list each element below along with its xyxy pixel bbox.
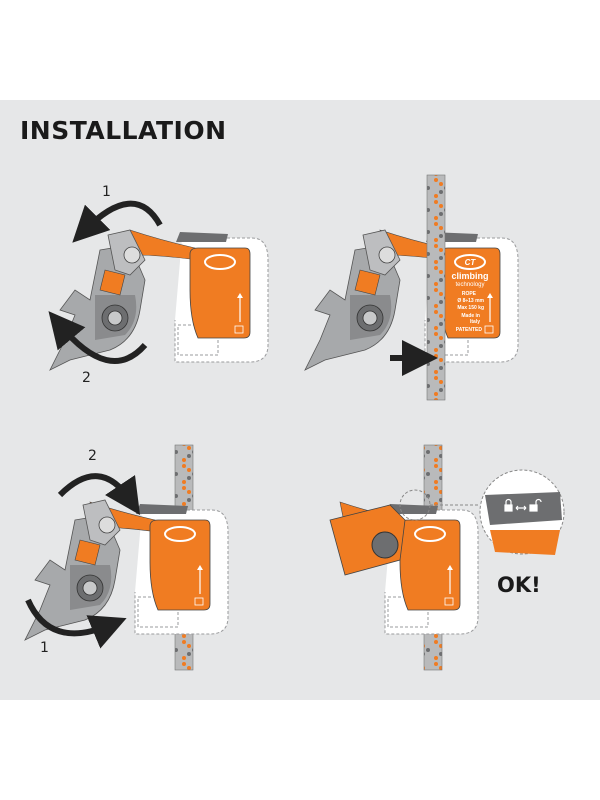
patented-label: PATENTED	[456, 327, 483, 333]
step-panel-4: OK!	[329, 444, 565, 671]
cam-hub	[371, 531, 399, 559]
lock-detail-magnifier	[479, 469, 565, 555]
step-panel-1: 1 2	[48, 184, 269, 386]
brand-line1: climbing	[451, 271, 488, 281]
device-label: CT climbing technology ROPE Ø 8÷13 mm Ma…	[451, 258, 488, 333]
rope-clamp-device	[129, 229, 269, 363]
rotate-arrow-2	[48, 311, 148, 364]
brand-line2: technology	[455, 282, 484, 288]
rotate-arrow-2	[57, 473, 140, 515]
rotate-arrow-1	[25, 598, 127, 649]
rotate-arrow-1	[72, 200, 163, 243]
logo-text: CT	[465, 258, 477, 267]
made-in-country: Italy	[470, 319, 480, 325]
lock-unlock-icon	[504, 498, 542, 512]
ok-label: OK!	[497, 573, 541, 597]
step-number: 1	[102, 184, 111, 200]
step-number: 2	[88, 448, 97, 464]
cam-lever	[49, 229, 146, 371]
step-number: 1	[40, 640, 49, 656]
made-in-label: Made in	[461, 313, 480, 319]
step-panel-2: CT climbing technology ROPE Ø 8÷13 mm Ma…	[304, 174, 519, 401]
page-title: INSTALLATION	[20, 116, 227, 145]
max-load-label: Max 150 kg	[457, 305, 484, 311]
diameter-label: Ø 8÷13 mm	[457, 298, 484, 304]
rope-label: ROPE	[462, 291, 477, 297]
step-panel-3: 2 1	[24, 444, 229, 671]
rope	[426, 174, 446, 401]
step-number: 2	[82, 370, 91, 386]
cam-lever	[304, 229, 401, 371]
rope-clamp-device	[379, 229, 519, 363]
